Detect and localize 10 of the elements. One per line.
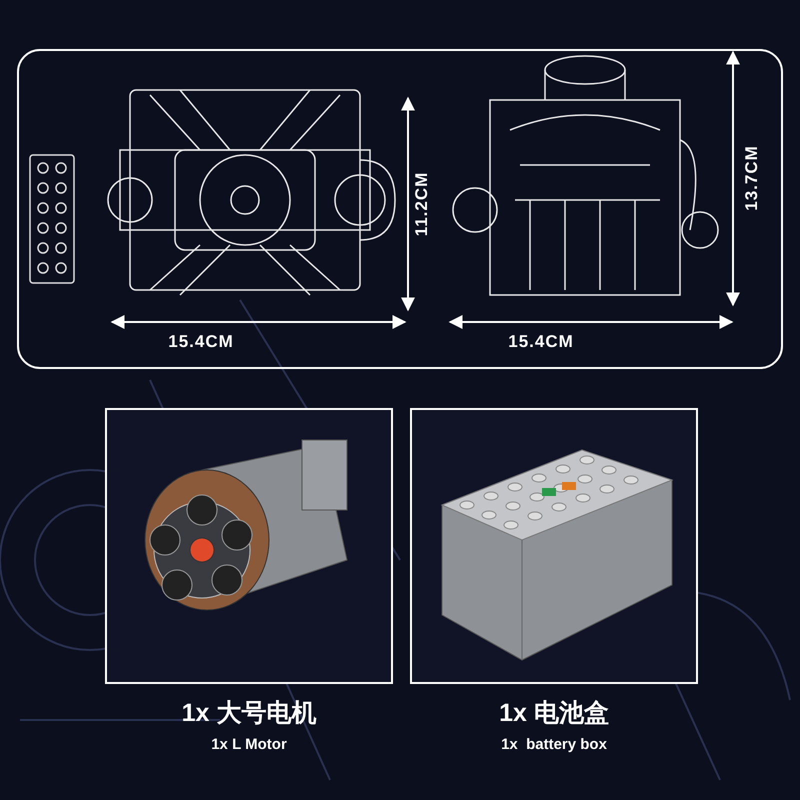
dimension-label: 15.4CM [168,332,234,352]
product-photo-frame [105,408,393,684]
product-caption: 1x 电池盒 [499,698,609,729]
product-subcaption: 1x battery box [501,736,607,753]
product-caption: 1x 大号电机 [182,698,316,729]
product-subcaption: 1x L Motor [211,736,287,753]
dimension-label: 13.7CM [742,145,762,211]
product-photo-frame [410,408,698,684]
dimension-label: 11.2CM [412,172,432,236]
dimension-label: 15.4CM [508,332,574,352]
